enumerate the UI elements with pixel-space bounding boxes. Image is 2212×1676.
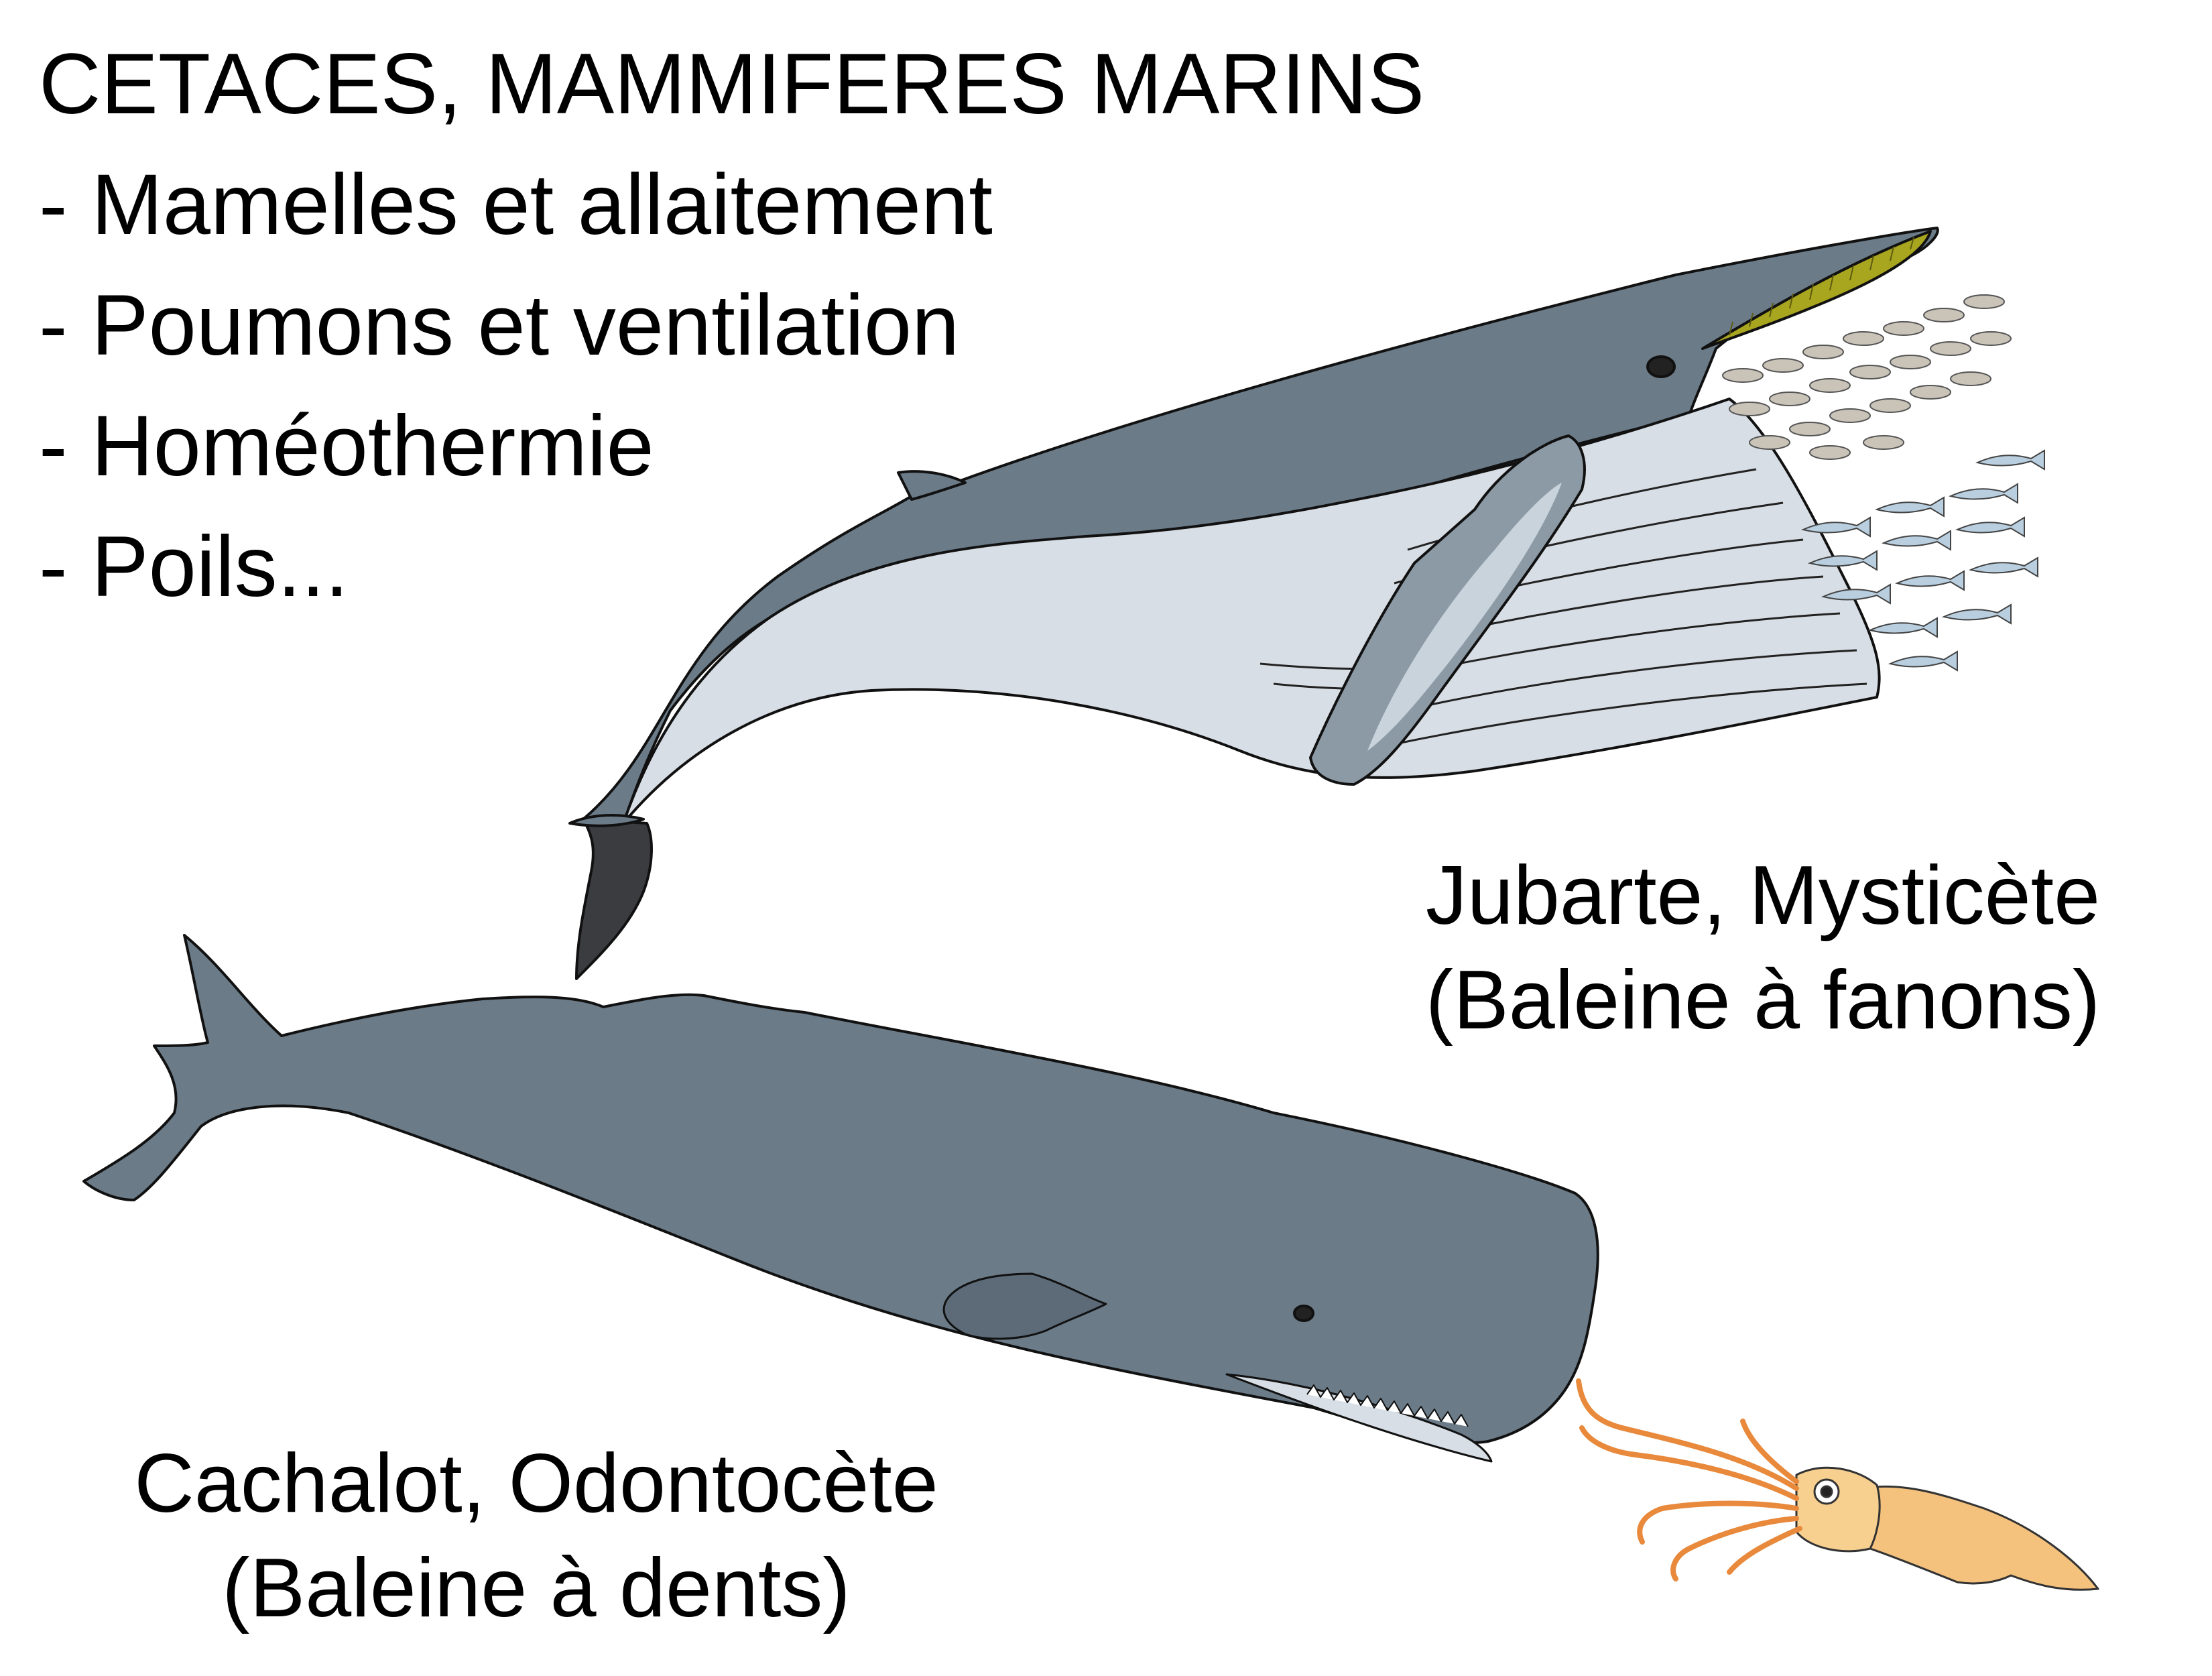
page-title: CETACES, MAMMIFERES MARINS	[39, 36, 1425, 132]
trait-item: - Poumons et ventilation	[39, 278, 960, 373]
fish-school	[1800, 449, 2045, 672]
humpback-caption: Jubarte, Mysticète (Baleine à fanons)	[1367, 843, 2158, 1053]
sperm-whale-label-line1: Cachalot, Odontocète	[134, 1437, 938, 1530]
sperm-whale-body	[82, 934, 1599, 1444]
humpback-dorsal-fin	[897, 470, 967, 501]
humpback-label-line1: Jubarte, Mysticète	[1425, 849, 2101, 942]
sperm-whale-jaw	[1225, 1373, 1493, 1463]
sperm-whale-eye	[1293, 1305, 1314, 1322]
humpback-whale	[568, 227, 1939, 980]
humpback-fluke	[575, 818, 653, 980]
trait-item: - Poils...	[39, 519, 349, 615]
squid-mantle	[1862, 1485, 2099, 1591]
humpback-fluke-edge	[568, 814, 645, 827]
baleen-striation	[1729, 237, 1914, 336]
trait-item: - Mamelles et allaitement	[39, 157, 993, 253]
sperm-whale	[82, 934, 1599, 1463]
trait-item: - Homéothermie	[39, 398, 654, 494]
sperm-whale-label-line2: (Baleine à dents)	[222, 1542, 851, 1634]
squid-pupil	[1820, 1485, 1833, 1498]
flipper-highlight	[1367, 483, 1562, 751]
squid-tentacles	[1576, 1378, 1802, 1581]
humpback-eye	[1646, 355, 1676, 378]
squid	[1576, 1378, 2099, 1591]
squid-head	[1795, 1466, 1881, 1553]
sperm-whale-caption: Cachalot, Odontocète (Baleine à dents)	[74, 1431, 999, 1640]
baleen-plates	[1701, 230, 1932, 350]
sperm-whale-side-patch	[942, 1272, 1107, 1340]
krill-swarm	[1722, 294, 2012, 460]
trait-list: CETACES, MAMMIFERES MARINS - Mamelles et…	[39, 35, 1424, 638]
humpback-label-line2: (Baleine à fanons)	[1425, 954, 2101, 1046]
sperm-whale-teeth	[1306, 1384, 1469, 1427]
